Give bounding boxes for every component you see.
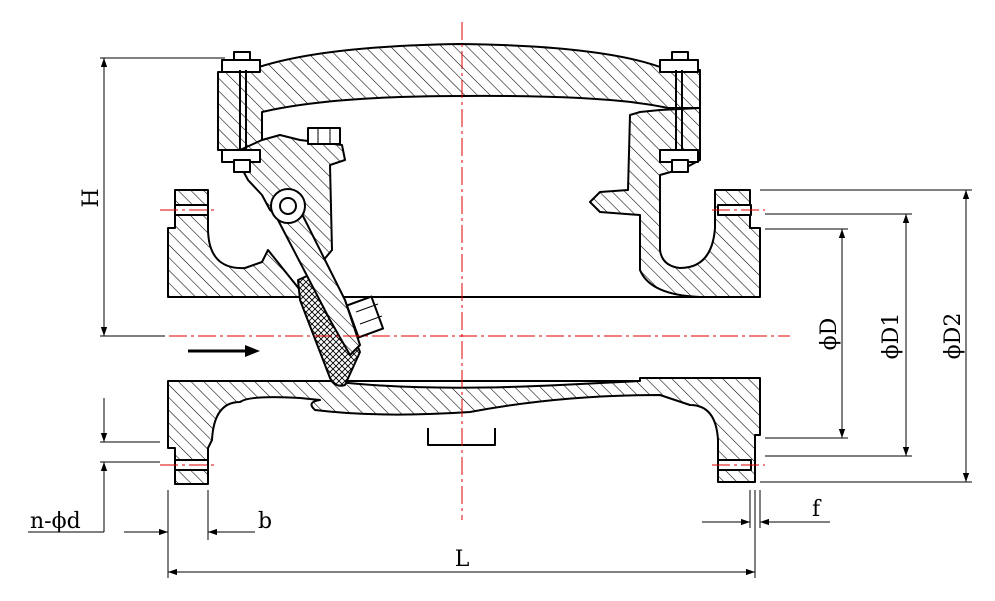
dimension-h-label: H [79,188,104,207]
dimension-bolt-hole: n-ϕd [28,398,160,534]
dimension-d1: ϕD1 [765,213,912,457]
dimension-d2: ϕD2 [760,189,972,483]
dimension-h: H [79,57,225,337]
dimension-d2-label: ϕD2 [941,313,966,360]
dimension-l-label: L [455,547,470,572]
bonnet-bolt-right [659,51,699,173]
valve-body [167,43,761,485]
dimension-l: L [167,490,756,578]
dimension-d-label: ϕD [817,318,842,351]
dimension-d: ϕD [765,228,848,439]
disc-arm-nut [307,127,341,145]
dimension-f-label: f [812,497,822,522]
dimension-bolt-holes-label: n-ϕd [30,509,81,534]
dimension-d1-label: ϕD1 [879,313,904,360]
right-outlet-flange-upper [589,107,761,298]
dimension-b: b [124,490,272,540]
bonnet-bolt-left [221,51,261,173]
disc-nut [345,295,385,339]
flow-direction-arrow [188,345,260,357]
bonnet-cover [217,43,701,151]
dimension-b-label: b [258,509,272,534]
hinge-pin [270,188,306,224]
left-inlet-flange-lower [167,377,761,485]
dimension-f: f [702,490,830,528]
centerlines [140,22,790,520]
